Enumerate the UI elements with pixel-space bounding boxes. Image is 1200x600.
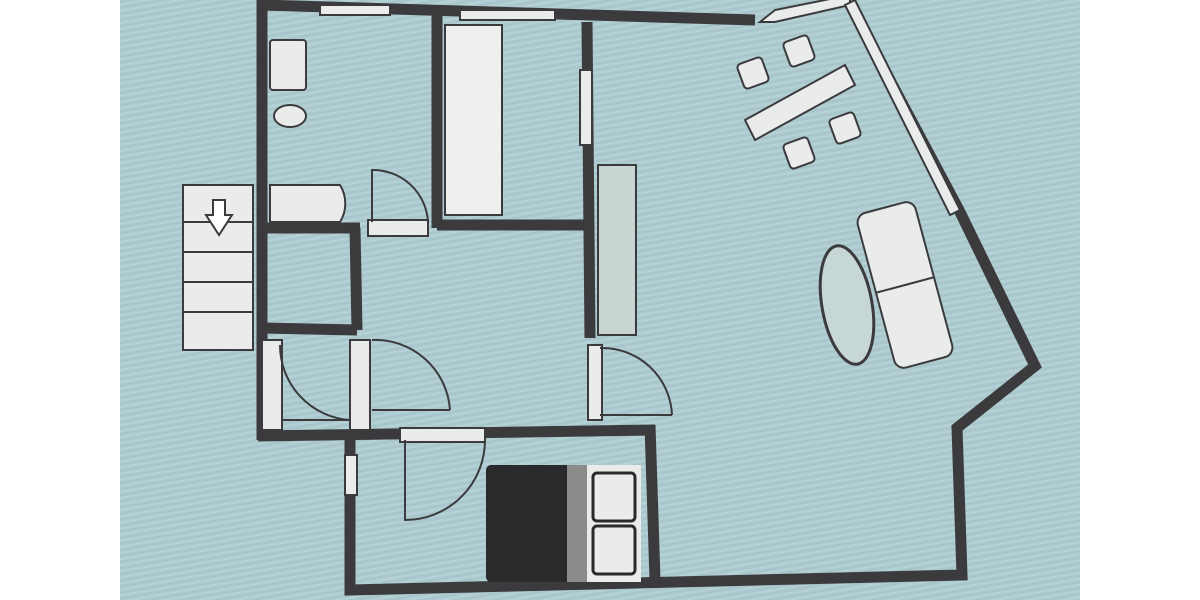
wall-storage-bottom [261, 322, 358, 336]
window-2 [459, 9, 556, 21]
window-3 [579, 69, 593, 146]
shower-icon [269, 184, 347, 223]
doors [261, 168, 673, 522]
dining-table-icon [736, 34, 862, 170]
window-1 [319, 4, 391, 16]
toilet-icon [273, 104, 307, 128]
stairs [182, 184, 254, 351]
wall-storage-right [349, 227, 363, 331]
wall-top-left [256, 0, 756, 440]
bed-icon [486, 465, 641, 582]
cabinet [597, 164, 637, 336]
sofa-icon [856, 201, 954, 369]
sink-icon [269, 39, 307, 91]
windows [319, 0, 962, 217]
wall-bedroom-right [644, 424, 661, 581]
wall-outer-right [344, 2, 1042, 596]
rug-icon [818, 244, 876, 366]
window-5 [843, 0, 962, 217]
wardrobe [444, 24, 503, 216]
stairs-down-arrow-icon [204, 199, 234, 237]
window-4 [757, 0, 851, 23]
